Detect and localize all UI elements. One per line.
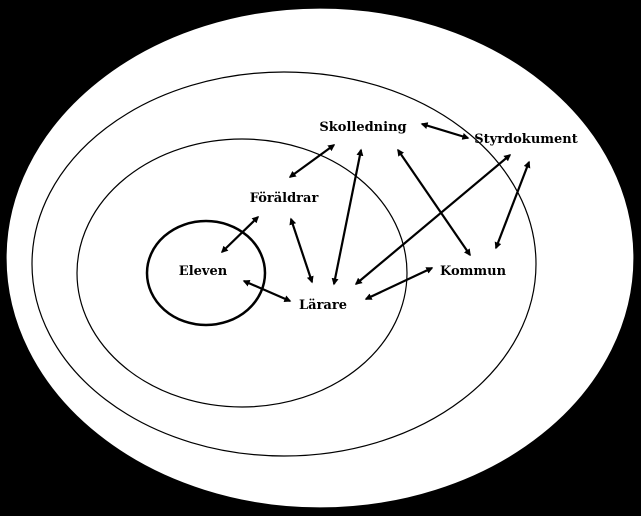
arrow-foraldrar-larare — [289, 217, 314, 284]
label-eleven: Eleven — [179, 264, 228, 279]
arrow-skolledning-styrdokument — [420, 122, 470, 140]
arrow-styrdokument-kommun — [494, 160, 531, 250]
label-styrdokument: Styrdokument — [474, 132, 578, 147]
label-skolledning: Skolledning — [319, 120, 406, 135]
arrow-foraldrar-skolledning — [288, 144, 336, 178]
arrow-larare-kommun — [364, 267, 434, 300]
label-larare: Lärare — [299, 298, 347, 313]
label-kommun: Kommun — [440, 264, 507, 279]
label-foraldrar: Föräldrar — [250, 191, 319, 206]
arrow-styrdokument-larare — [354, 154, 512, 285]
arrow-eleven-foraldrar — [220, 216, 260, 253]
arrow-eleven-larare — [242, 279, 292, 303]
